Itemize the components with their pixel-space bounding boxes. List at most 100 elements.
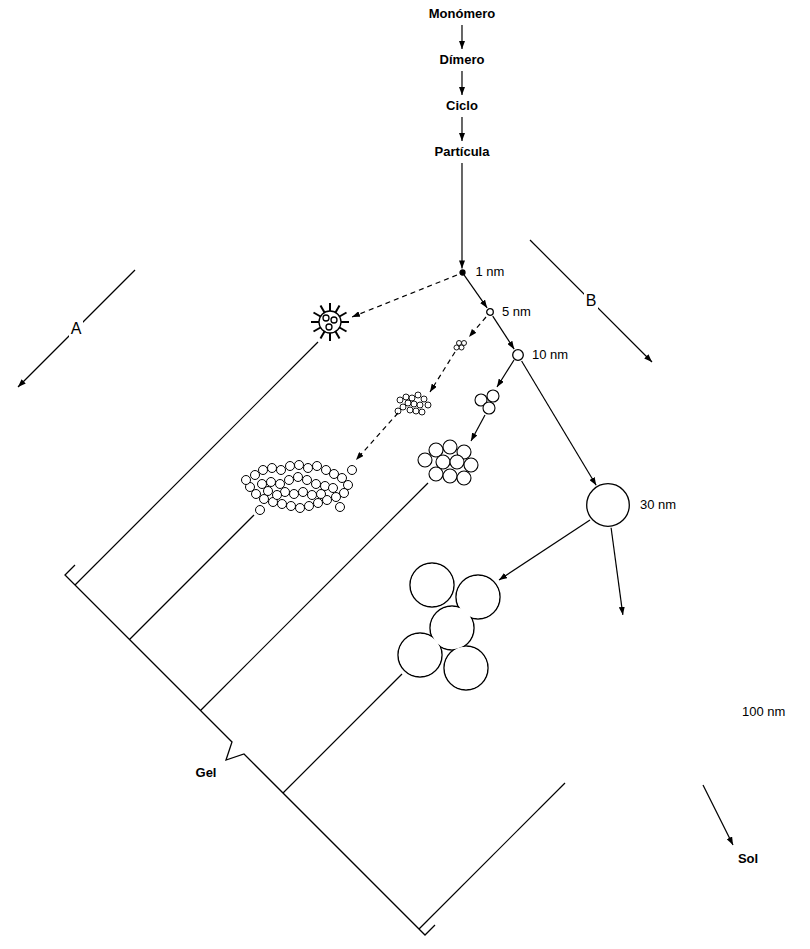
small-cluster xyxy=(417,402,423,408)
tangled-network xyxy=(264,487,273,496)
hairy-particle xyxy=(340,328,347,332)
tangled-network xyxy=(285,476,294,485)
branched-cluster xyxy=(418,440,478,485)
growth-connector xyxy=(611,528,623,615)
growth-connector xyxy=(461,117,462,141)
size-label: 1 nm xyxy=(476,264,505,280)
particle-outline xyxy=(512,349,524,361)
particle-triplet xyxy=(487,390,499,402)
tangled-network xyxy=(303,476,312,485)
hairy-particle xyxy=(321,332,325,339)
hairy-particle xyxy=(326,324,332,330)
tangled-network xyxy=(256,506,265,515)
branched-cluster xyxy=(457,471,471,485)
particle-outline xyxy=(586,483,630,527)
leader-line xyxy=(201,483,429,711)
tangled-network xyxy=(332,493,341,502)
small-cluster xyxy=(405,400,411,406)
tangled-network xyxy=(295,461,304,470)
particle-outline xyxy=(486,308,494,316)
state-label: Gel xyxy=(194,766,219,781)
hairy-particle xyxy=(340,313,347,317)
branched-cluster xyxy=(443,440,457,454)
particle-outline xyxy=(487,309,494,316)
tangled-network xyxy=(251,471,260,480)
stage-label: Partícula xyxy=(432,143,493,161)
hairy-particle xyxy=(311,321,319,323)
small-cluster xyxy=(421,396,427,402)
particle-outline xyxy=(566,642,810,949)
growth-arrow xyxy=(471,415,485,441)
growth-connector xyxy=(461,71,462,95)
growth-arrow xyxy=(352,275,457,317)
growth-arrow xyxy=(430,352,455,392)
particle-aggregate xyxy=(411,564,453,606)
direction-arrow xyxy=(18,240,652,387)
tiny-cluster xyxy=(459,345,464,350)
growth-arrow xyxy=(356,413,398,460)
particle-circle: 100 nm xyxy=(539,615,733,809)
particle-triplet xyxy=(483,402,495,414)
tangled-network xyxy=(305,502,314,511)
growth-arrow xyxy=(352,275,486,460)
growth-connector xyxy=(461,25,462,49)
particle-circle: 1 nm xyxy=(460,270,465,275)
arrowhead-marker xyxy=(462,25,623,615)
small-cluster xyxy=(395,392,431,415)
hairy-particle xyxy=(329,333,331,341)
size-label: 10 nm xyxy=(532,347,568,363)
growth-connector xyxy=(493,316,514,349)
tangled-network xyxy=(290,490,299,499)
hairy-particle xyxy=(314,313,321,317)
small-cluster xyxy=(411,401,417,407)
hairy-particle xyxy=(341,321,349,323)
tangled-network xyxy=(273,491,282,500)
tangled-network xyxy=(278,500,287,509)
tiny-cluster xyxy=(454,345,459,350)
leader-line xyxy=(75,342,565,929)
state-label: Sol xyxy=(736,852,760,867)
stage-name: Ciclo xyxy=(446,98,478,114)
particle-outline xyxy=(513,350,524,361)
tangled-network xyxy=(268,464,277,473)
small-cluster xyxy=(415,392,421,398)
particle-outline xyxy=(460,270,465,275)
stage-label: Ciclo xyxy=(443,97,481,115)
small-cluster xyxy=(397,397,403,403)
direction-arrow xyxy=(18,270,135,387)
tangled-network xyxy=(276,480,285,489)
branched-cluster xyxy=(464,458,478,472)
leader-line xyxy=(75,342,318,585)
tangled-network xyxy=(287,502,296,511)
small-cluster xyxy=(419,409,425,415)
tangled-network xyxy=(336,503,345,512)
tangled-network xyxy=(242,461,357,515)
stage-label: Dímero xyxy=(437,51,488,69)
small-cluster xyxy=(425,402,431,408)
tangled-network xyxy=(277,466,286,475)
path-letter: B xyxy=(584,292,599,310)
hairy-particle xyxy=(319,311,341,333)
tangled-network xyxy=(313,462,322,471)
hairy-particle xyxy=(321,306,325,313)
tangled-network xyxy=(308,491,317,500)
leader-line xyxy=(419,783,565,929)
growth-connector xyxy=(522,361,597,485)
stage-name: Dímero xyxy=(440,52,485,68)
tiny-cluster xyxy=(454,341,467,351)
tangled-network xyxy=(312,480,321,489)
small-cluster xyxy=(407,407,413,413)
growth-connector xyxy=(461,163,462,269)
growth-connector xyxy=(464,275,487,308)
particle-aggregate xyxy=(410,563,454,607)
tangled-network xyxy=(267,478,276,487)
particle-aggregate xyxy=(444,646,488,690)
hairy-particle xyxy=(314,328,321,332)
hairy-particle xyxy=(336,306,340,313)
branched-cluster xyxy=(443,469,457,483)
size-label: 5 nm xyxy=(502,304,531,320)
particle-circle: 30 nm xyxy=(586,483,630,527)
tangled-network xyxy=(304,464,313,473)
stage-name: Monómero xyxy=(429,6,495,22)
